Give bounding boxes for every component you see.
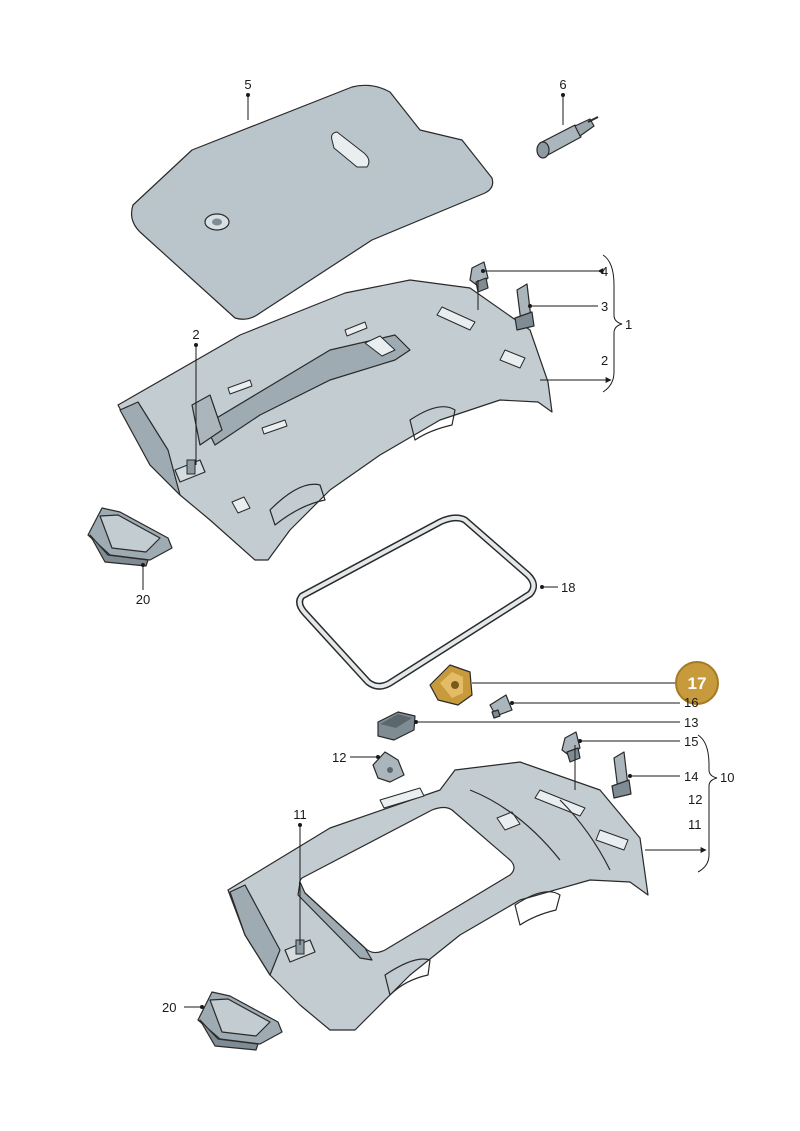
sunroof-seal-part	[296, 514, 537, 690]
insulation-panel-part	[130, 84, 494, 320]
label-13[interactable]: 13	[684, 715, 698, 730]
leader-lines	[141, 93, 718, 1009]
label-11-right[interactable]: 11	[688, 817, 702, 832]
part-labels: 5 6 4 3 1 2 2 20 18 16 13 15 12 14 10 12…	[136, 77, 735, 1015]
clip-14-part	[611, 751, 632, 799]
callout-17[interactable]: 17	[675, 661, 719, 705]
label-14[interactable]: 14	[684, 769, 698, 784]
label-11-left[interactable]: 11	[293, 807, 307, 822]
label-1[interactable]: 1	[625, 317, 632, 332]
label-16[interactable]: 16	[684, 695, 698, 710]
label-4[interactable]: 4	[601, 264, 608, 279]
bar-13-part	[377, 711, 416, 741]
label-12-right[interactable]: 12	[688, 792, 702, 807]
clip-4-part	[469, 261, 489, 293]
clip-15-part	[561, 731, 581, 763]
headliner-upper-part	[117, 279, 553, 561]
bracket-12-part	[372, 751, 405, 783]
label-5[interactable]: 5	[244, 77, 251, 92]
callout-17-label: 17	[688, 674, 707, 693]
clip-16-part	[489, 694, 513, 719]
grommet-clip-part	[536, 116, 599, 159]
label-10[interactable]: 10	[720, 770, 734, 785]
label-2-left[interactable]: 2	[192, 327, 199, 342]
label-12-left[interactable]: 12	[332, 750, 346, 765]
bracket-17-highlighted-part	[429, 664, 473, 706]
label-3[interactable]: 3	[601, 299, 608, 314]
clip-3-part	[514, 283, 535, 331]
label-2-right[interactable]: 2	[601, 353, 608, 368]
label-20-upper[interactable]: 20	[136, 592, 150, 607]
bracket-20-upper-part	[87, 507, 173, 567]
bracket-20-lower-part	[197, 991, 283, 1051]
label-15[interactable]: 15	[684, 734, 698, 749]
label-20-lower[interactable]: 20	[162, 1000, 176, 1015]
label-6[interactable]: 6	[559, 77, 566, 92]
label-18[interactable]: 18	[561, 580, 575, 595]
headliner-lower-part	[227, 761, 649, 1031]
